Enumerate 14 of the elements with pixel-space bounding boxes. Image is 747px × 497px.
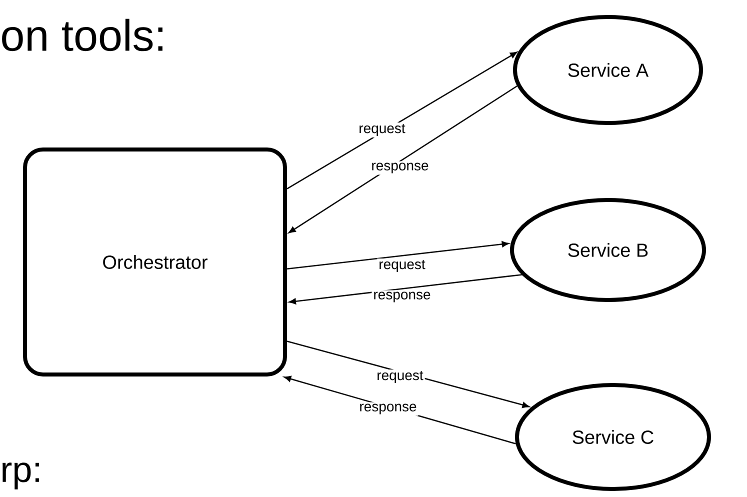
edge-label: request (375, 370, 425, 384)
heading-fragment: rp: (2, 462, 39, 490)
edge-label: request (357, 122, 407, 138)
edge-label: response (358, 402, 418, 416)
arrow (288, 85, 518, 234)
edge-label: request (377, 258, 427, 274)
arrow (286, 241, 509, 270)
arrow (288, 274, 522, 304)
edge-label: response (372, 290, 432, 304)
process-box: Orchestrator (23, 148, 287, 376)
edge-label: response (370, 161, 430, 175)
heading-fragment: on tools: (2, 18, 162, 52)
arrow (286, 340, 530, 408)
arrow (286, 52, 518, 190)
